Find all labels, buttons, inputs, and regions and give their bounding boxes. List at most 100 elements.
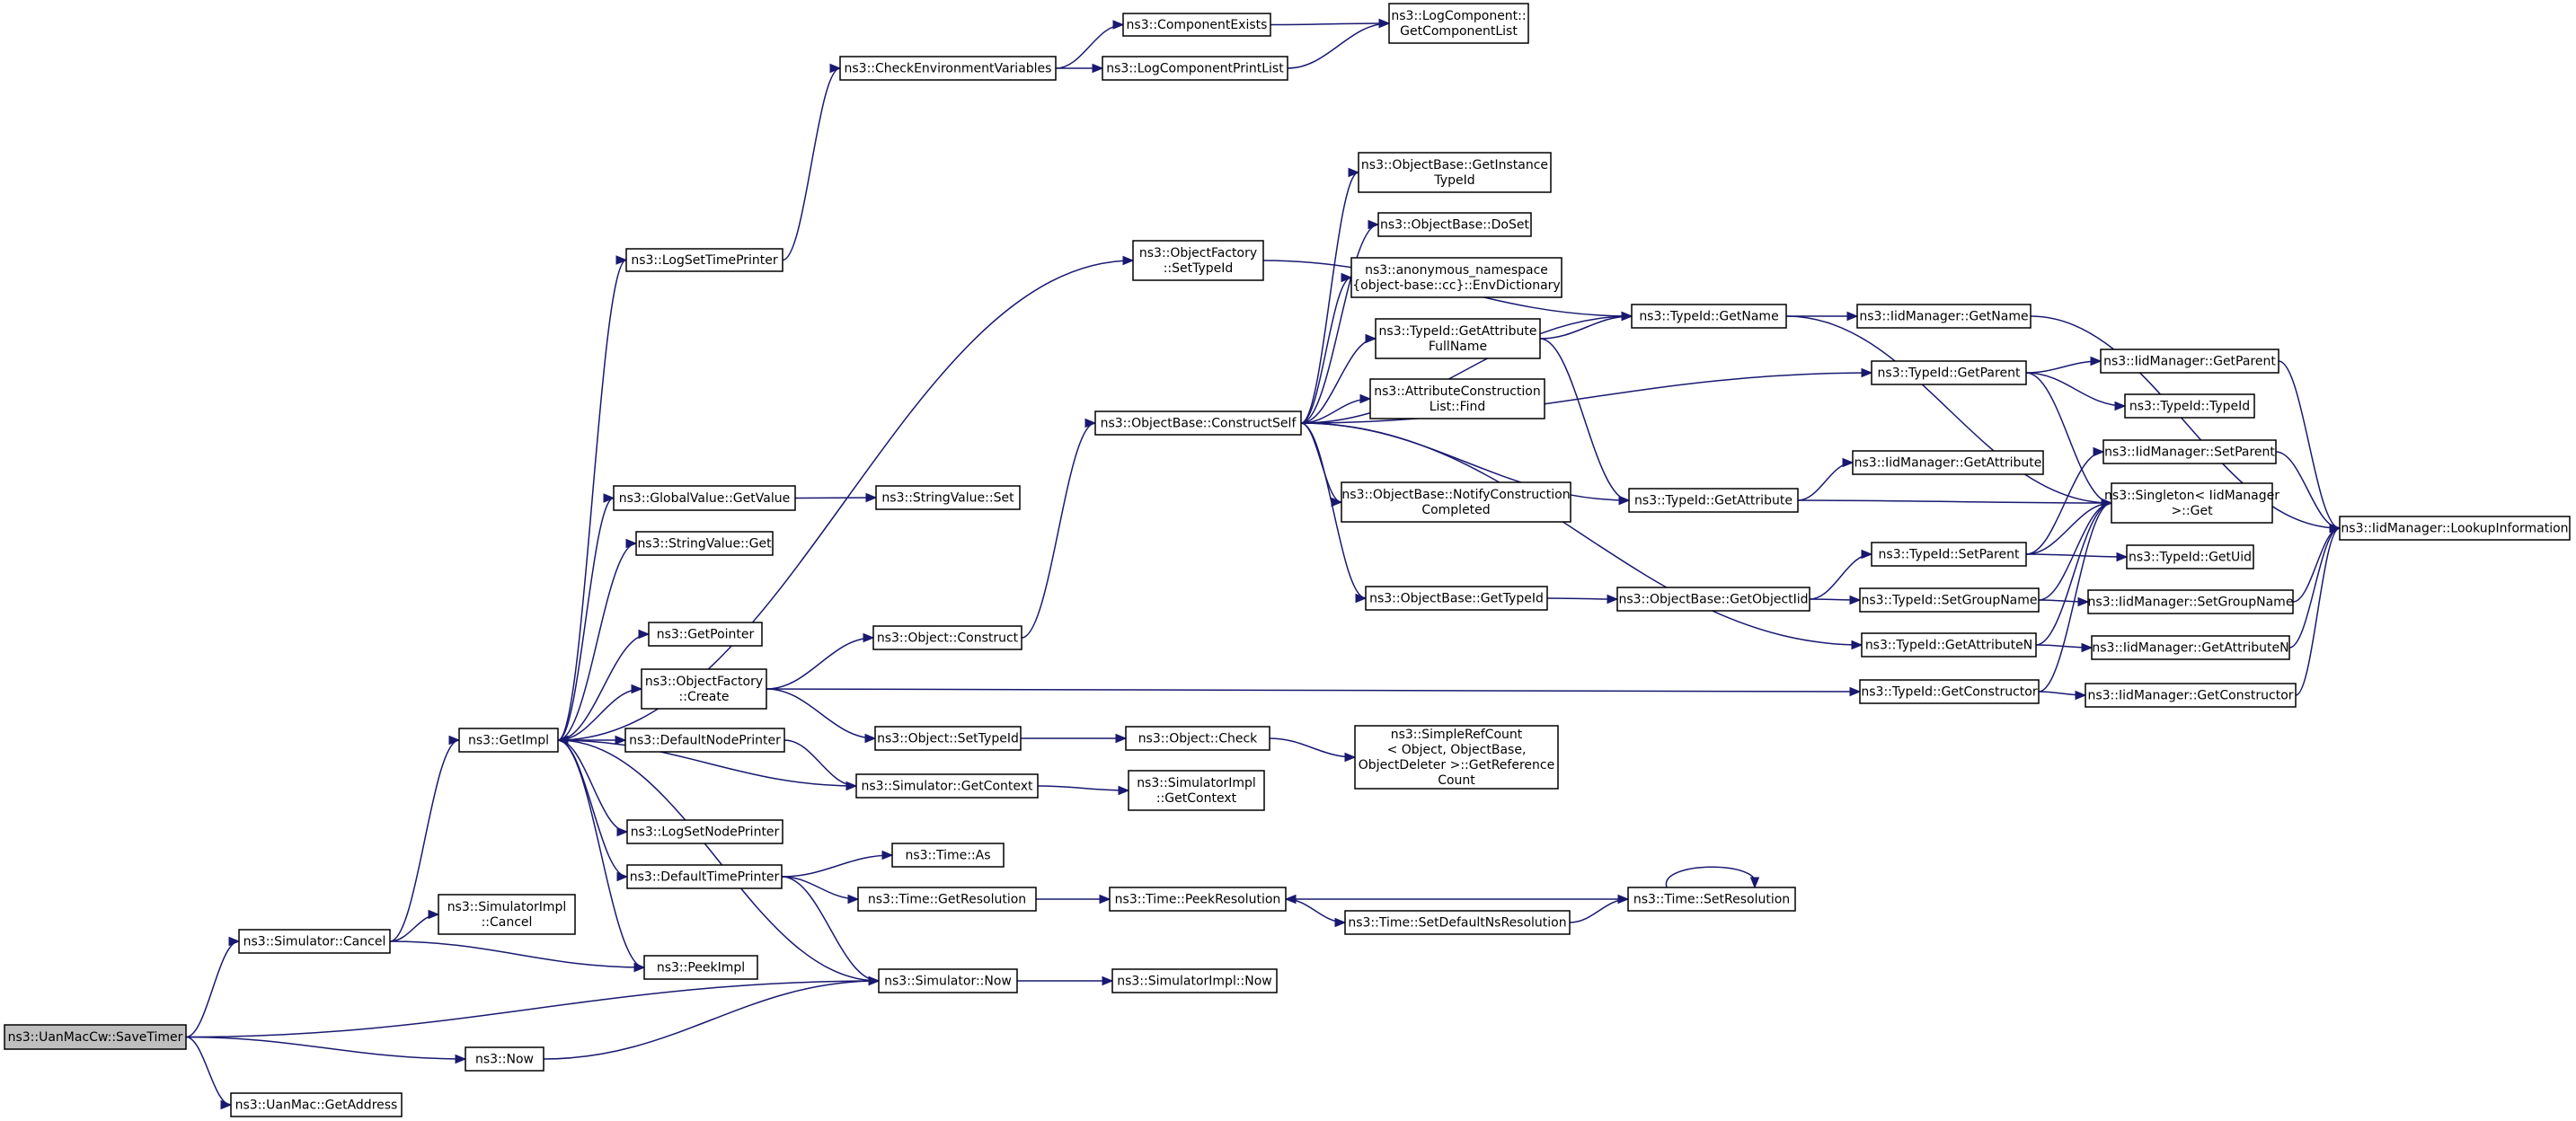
node-objconstruct[interactable]: ns3::Object::Construct [872, 625, 1022, 650]
node-objbasegetobjectiid[interactable]: ns3::ObjectBase::GetObjectIid [1616, 587, 1810, 612]
node-box [2085, 683, 2297, 708]
node-label: ns3::IidManager::LookupInformation [2341, 522, 2568, 536]
node-label: ns3::Singleton< IidManager [2104, 489, 2279, 503]
edge-defaulttimeprinter-to-timeas-arrowhead [881, 850, 894, 861]
node-simplerefcount[interactable]: ns3::SimpleRefCount< Object, ObjectBase,… [1354, 725, 1559, 790]
node-simnow[interactable]: ns3::Simulator::Now [878, 968, 1018, 993]
node-defaulttimeprinter[interactable]: ns3::DefaultTimePrinter [626, 864, 783, 889]
node-uanmacaddr[interactable]: ns3::UanMac::GetAddress [230, 1092, 403, 1117]
node-componentexists[interactable]: ns3::ComponentExists [1122, 13, 1271, 37]
node-simimplcancel[interactable]: ns3::SimulatorImpl::Cancel [438, 894, 576, 935]
node-iidmgrgetattribute[interactable]: ns3::IidManager::GetAttribute [1852, 450, 2044, 475]
node-savetimer[interactable]: ns3::UanMacCw::SaveTimer [4, 1024, 187, 1050]
node-box [230, 1092, 403, 1117]
node-logcompgetlist[interactable]: ns3::LogComponent::GetComponentList [1388, 3, 1529, 44]
node-typeidsetgroupname[interactable]: ns3::TypeId::SetGroupName [1859, 587, 2040, 613]
edge-globalvalueget-to-stringvalueset-arrowhead [865, 492, 878, 503]
node-box [1358, 152, 1552, 193]
node-iidmgrsetparent[interactable]: ns3::IidManager::SetParent [2102, 439, 2277, 464]
node-iidmgrlookupinfo[interactable]: ns3::IidManager::LookupInformation [2339, 516, 2571, 541]
node-box [1365, 586, 1548, 611]
node-simcancel[interactable]: ns3::Simulator::Cancel [238, 929, 391, 954]
edge-objbasegettypeid-to-objbasegetobjectiid-arrowhead [1607, 594, 1619, 605]
node-typeidgetattributen[interactable]: ns3::TypeId::GetAttributeN [1861, 632, 2037, 658]
node-timesetres[interactable]: ns3::Time::SetResolution [1627, 887, 1796, 912]
node-box [4, 1024, 187, 1050]
edge-objbaseconstructself-to-typeidgetname [1300, 315, 1633, 424]
edge-now-to-simnow [543, 980, 880, 1060]
node-objbaseconstructself[interactable]: ns3::ObjectBase::ConstructSelf [1094, 410, 1302, 436]
node-box [465, 1046, 544, 1072]
edge-timesetres-to-timesetres-arrowhead [1749, 877, 1760, 889]
node-checkenv[interactable]: ns3::CheckEnvironmentVariables [839, 56, 1057, 81]
edge-getimpl-to-stringvalueget [557, 543, 637, 741]
node-timepeekres[interactable]: ns3::Time::PeekResolution [1109, 887, 1287, 912]
node-objbasegettypeid[interactable]: ns3::ObjectBase::GetTypeId [1365, 586, 1548, 611]
node-logsettimeprinter[interactable]: ns3::LogSetTimePrinter [625, 248, 783, 272]
node-getimpl[interactable]: ns3::GetImpl [458, 728, 559, 753]
node-stringvalueget[interactable]: ns3::StringValue::Get [635, 531, 774, 556]
edge-typeidgetattrfullname-to-typeidgetattribute-arrowhead [1618, 495, 1631, 506]
node-now[interactable]: ns3::Now [465, 1046, 544, 1072]
node-timegetres[interactable]: ns3::Time::GetResolution [857, 887, 1037, 912]
edge-objbaseconstructself-to-typeidgetparent [1300, 372, 1872, 424]
node-objsettypeid[interactable]: ns3::Object::SetTypeId [874, 726, 1022, 751]
node-box [1132, 240, 1264, 281]
node-typeidgetname[interactable]: ns3::TypeId::GetName [1631, 304, 1787, 329]
node-peekimpl[interactable]: ns3::PeekImpl [643, 955, 758, 980]
edge-typeidgetname-to-iidmgrgetname-arrowhead [1846, 311, 1859, 322]
edge-objbaseconstructself-to-typeidgetattrfullname-arrowhead [1365, 333, 1377, 344]
edge-savetimer-to-simnow [185, 980, 880, 1038]
edge-getimpl-to-globalvalueget [557, 497, 615, 741]
edge-timegetres-to-timepeekres-arrowhead [1099, 894, 1111, 905]
node-envdictionary[interactable]: ns3::anonymous_namespace{object-base::cc… [1350, 257, 1562, 298]
node-timesetdefaultns[interactable]: ns3::Time::SetDefaultNsResolution [1344, 910, 1571, 935]
node-typeidtypeid[interactable]: ns3::TypeId::TypeId [2124, 393, 2255, 419]
edge-defaultnodeprinter-to-simgetcontext-arrowhead [845, 781, 858, 791]
node-typeidsetparent[interactable]: ns3::TypeId::SetParent [1871, 542, 2027, 567]
node-singletonget[interactable]: ns3::Singleton< IidManager >::Get [2104, 482, 2279, 524]
edge-objbaseconstructself-to-envdictionary [1300, 277, 1352, 424]
node-box [2100, 349, 2279, 374]
edge-defaulttimeprinter-to-simnow [781, 876, 880, 982]
edge-savetimer-to-simcancel-arrowhead [228, 936, 241, 947]
node-typeidgetattribute[interactable]: ns3::TypeId::GetAttribute [1628, 488, 1799, 513]
node-label: ::Cancel [482, 915, 533, 930]
node-defaultnodeprinter[interactable]: ns3::DefaultNodePrinter [624, 728, 785, 753]
node-stringvalueset[interactable]: ns3::StringValue::Set [875, 485, 1021, 510]
node-label: ns3::DefaultNodePrinter [629, 734, 781, 748]
node-typeidgetparent[interactable]: ns3::TypeId::GetParent [1871, 360, 2027, 385]
node-objbasedoset[interactable]: ns3::ObjectBase::DoSet [1377, 212, 1532, 237]
node-globalvalueget[interactable]: ns3::GlobalValue::GetValue [613, 485, 796, 511]
node-iidmgrgetparent[interactable]: ns3::IidManager::GetParent [2100, 349, 2279, 374]
node-box [1859, 679, 2040, 704]
call-edges [185, 18, 2341, 1110]
node-label: {object-base::cc}::EnvDictionary [1352, 278, 1560, 293]
node-typeidgetuid[interactable]: ns3::TypeId::GetUid [2126, 544, 2254, 569]
node-objcheck[interactable]: ns3::Object::Check [1125, 726, 1270, 751]
node-simimplgetcontext[interactable]: ns3::SimulatorImpl::GetContext [1128, 770, 1265, 811]
node-logcompprintlist[interactable]: ns3::LogComponentPrintList [1102, 56, 1288, 81]
node-typeidgetconstructor[interactable]: ns3::TypeId::GetConstructor [1859, 679, 2040, 704]
node-label: ns3::Time::GetResolution [868, 893, 1026, 907]
node-iidmgrsetgroupname[interactable]: ns3::IidManager::SetGroupName [2087, 589, 2294, 614]
node-box [2102, 439, 2277, 464]
node-logsetnodeprinter[interactable]: ns3::LogSetNodePrinter [626, 819, 783, 844]
node-objbasenotifyconstruction[interactable]: ns3::ObjectBase::NotifyConstructionCompl… [1341, 481, 1571, 523]
node-box [1350, 257, 1562, 298]
node-box [1859, 587, 2040, 613]
node-simimplnow[interactable]: ns3::SimulatorImpl::Now [1111, 968, 1278, 993]
node-objfactorycreate[interactable]: ns3::ObjectFactory::Create [641, 668, 767, 710]
node-objfactorysettypeid[interactable]: ns3::ObjectFactory::SetTypeId [1132, 240, 1264, 281]
node-box [1354, 725, 1559, 790]
node-simgetcontext[interactable]: ns3::Simulator::GetContext [855, 773, 1039, 799]
node-timeas[interactable]: ns3::Time::As [891, 843, 1005, 868]
node-iidmgrgetconstructor[interactable]: ns3::IidManager::GetConstructor [2085, 683, 2297, 708]
node-iidmgrgetattributen[interactable]: ns3::IidManager::GetAttributeN [2091, 635, 2290, 660]
node-getpointer[interactable]: ns3::GetPointer [648, 622, 763, 647]
node-iidmgrgetname[interactable]: ns3::IidManager::GetName [1856, 304, 2032, 329]
node-box [1128, 770, 1265, 811]
